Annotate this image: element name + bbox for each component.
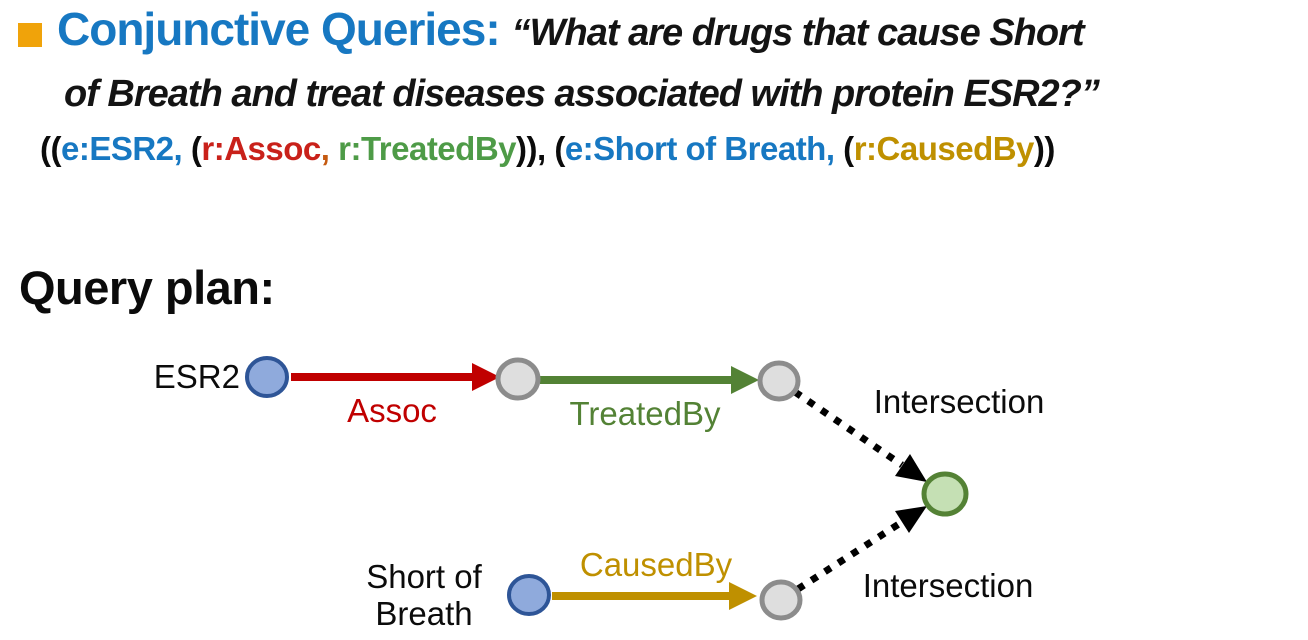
expr-paren: ((: [40, 130, 61, 167]
expr-relation-assoc: r:Assoc: [201, 130, 321, 167]
entity-node-esr2: [245, 356, 289, 398]
slide-title: Conjunctive Queries:: [57, 3, 501, 55]
label-causedby: CausedBy: [579, 546, 733, 583]
intersection-edge-top: [793, 389, 904, 468]
intersection-edge-bottom: [796, 519, 904, 592]
label-short-of-breath-line1: Short of: [366, 558, 482, 595]
query-expression: ((e:ESR2, (r:Assoc, r:TreatedBy)), (e:Sh…: [40, 130, 1055, 168]
variable-node-1: [495, 357, 541, 401]
expr-paren: )), (: [516, 130, 565, 167]
expr-paren: (: [182, 130, 202, 167]
variable-node-3: [759, 579, 803, 621]
label-esr2: ESR2: [153, 358, 240, 395]
query-plan-heading: Query plan:: [19, 261, 275, 314]
expr-paren: (: [834, 130, 854, 167]
label-intersection-top: Intersection: [873, 383, 1045, 420]
treatedby-arrowhead-icon: [731, 366, 759, 394]
causedby-arrowhead-icon: [729, 582, 757, 610]
label-treatedby: TreatedBy: [569, 395, 721, 432]
entity-node-short-of-breath: [507, 574, 551, 616]
variable-node-2: [757, 360, 801, 402]
expr-relation-treatedby: r:TreatedBy: [329, 130, 517, 167]
expr-relation-causedby: r:CausedBy: [853, 130, 1035, 167]
headline: Conjunctive Queries:“What are drugs that…: [57, 2, 1085, 56]
label-intersection-bottom: Intersection: [862, 567, 1034, 604]
intersection-result-node: [921, 471, 969, 517]
expr-comma: ,: [320, 130, 330, 167]
bullet-square: [18, 23, 42, 47]
expr-paren: )): [1033, 130, 1055, 167]
label-short-of-breath: Short of Breath: [348, 558, 500, 632]
assoc-arrowhead-icon: [472, 363, 500, 391]
expr-entity-short-of-breath: e:Short of Breath,: [564, 130, 835, 167]
label-short-of-breath-line2: Breath: [375, 595, 473, 632]
label-assoc: Assoc: [347, 392, 437, 429]
question-line1: “What are drugs that cause Short: [511, 12, 1085, 54]
intersection-arrowhead-top-icon: [895, 454, 927, 482]
intersection-arrowhead-bottom-icon: [895, 506, 927, 533]
question-line2: of Breath and treat diseases associated …: [64, 73, 1100, 115]
expr-entity-esr2: e:ESR2,: [60, 130, 183, 167]
